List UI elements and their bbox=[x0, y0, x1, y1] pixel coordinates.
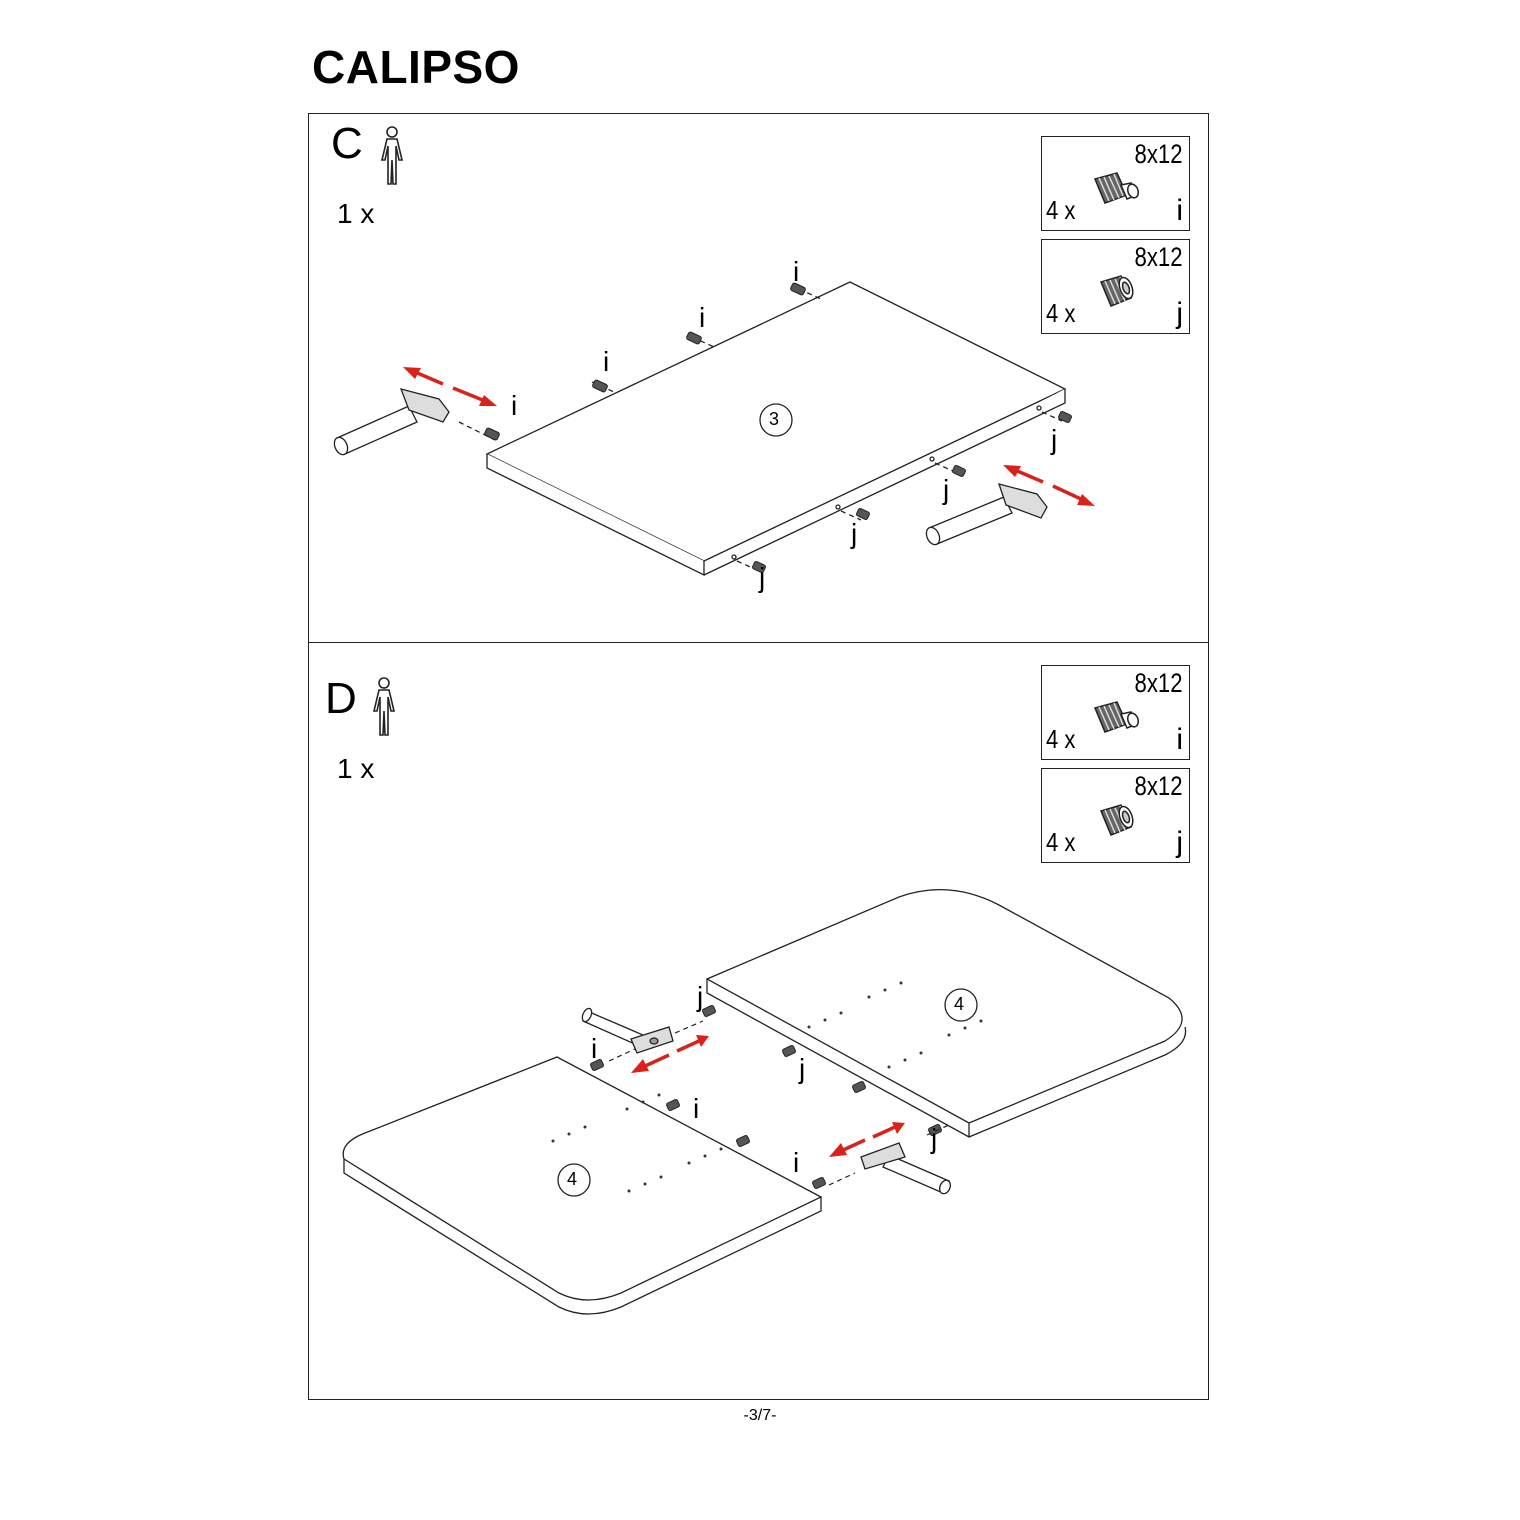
callout-i: i bbox=[511, 390, 518, 421]
panel-number-label: 4 bbox=[954, 994, 965, 1014]
part-count: 4 x bbox=[1046, 724, 1076, 754]
callout-i: i bbox=[793, 256, 800, 287]
step-d-panel: D 1 x 8x12 4 x i 8x12 bbox=[308, 642, 1209, 1400]
callout-j: j bbox=[759, 562, 766, 593]
part-letter: j bbox=[1176, 826, 1183, 859]
dowel-icon bbox=[1093, 701, 1140, 733]
part-box-i: 8x12 4 x i bbox=[1041, 136, 1190, 231]
dowel-j-markers bbox=[752, 410, 1072, 574]
hammer-icon bbox=[925, 483, 1048, 546]
panel-number-label: 4 bbox=[567, 1169, 578, 1189]
callout-j: j bbox=[1051, 424, 1058, 455]
callout-i: i bbox=[693, 1093, 700, 1124]
callout-j: j bbox=[851, 518, 858, 549]
part-size: 8x12 bbox=[1134, 139, 1183, 169]
part-size: 8x12 bbox=[1134, 771, 1183, 801]
part-count: 4 x bbox=[1046, 195, 1076, 225]
assembly-drawing-d bbox=[342, 889, 1187, 1315]
callout-j: j bbox=[943, 474, 950, 505]
step-c-panel: C 1 x 8x12 4 x i 8x12 bbox=[308, 113, 1209, 644]
part-letter: i bbox=[1176, 723, 1183, 756]
assembly-drawing-c bbox=[333, 281, 1095, 577]
callout-i: i bbox=[603, 346, 610, 377]
part-count: 4 x bbox=[1046, 827, 1076, 857]
part-count: 4 x bbox=[1046, 298, 1076, 328]
board-3-edge bbox=[486, 389, 1066, 577]
callout-i: i bbox=[793, 1147, 800, 1178]
callout-i: i bbox=[699, 302, 706, 333]
callout-j: j bbox=[697, 981, 704, 1012]
panel-number-label: 3 bbox=[769, 409, 780, 429]
dowel-i-markers bbox=[484, 282, 806, 441]
callout-j: j bbox=[799, 1053, 806, 1084]
part-box-i: 8x12 4 x i bbox=[1041, 665, 1190, 760]
person-icon bbox=[372, 677, 396, 736]
part-size: 8x12 bbox=[1134, 242, 1183, 272]
hammer-icon bbox=[333, 388, 450, 456]
part-box-j: 8x12 4 x j bbox=[1041, 768, 1190, 863]
person-icon bbox=[380, 126, 404, 185]
double-arrow-icon bbox=[631, 1035, 905, 1157]
dowel-icon bbox=[1099, 275, 1134, 307]
hammer-icon bbox=[581, 1007, 674, 1054]
dowel-icon bbox=[1093, 172, 1140, 204]
step-letter: C bbox=[331, 119, 363, 168]
callout-i: i bbox=[591, 1033, 598, 1064]
page-number: -3/7- bbox=[743, 1407, 777, 1424]
part-size: 8x12 bbox=[1134, 668, 1183, 698]
step-letter: D bbox=[325, 674, 357, 723]
part-box-j: 8x12 4 x j bbox=[1041, 239, 1190, 334]
part-letter: j bbox=[1176, 297, 1183, 330]
hammer-icon bbox=[860, 1142, 952, 1195]
quantity-label: 1 x bbox=[337, 753, 375, 784]
quantity-label: 1 x bbox=[337, 198, 375, 229]
dowel-icon bbox=[1099, 804, 1134, 836]
part-letter: i bbox=[1176, 194, 1183, 227]
document-title: CALIPSO bbox=[312, 41, 520, 93]
callout-j: j bbox=[931, 1123, 938, 1154]
double-arrow-icon bbox=[403, 367, 1095, 506]
